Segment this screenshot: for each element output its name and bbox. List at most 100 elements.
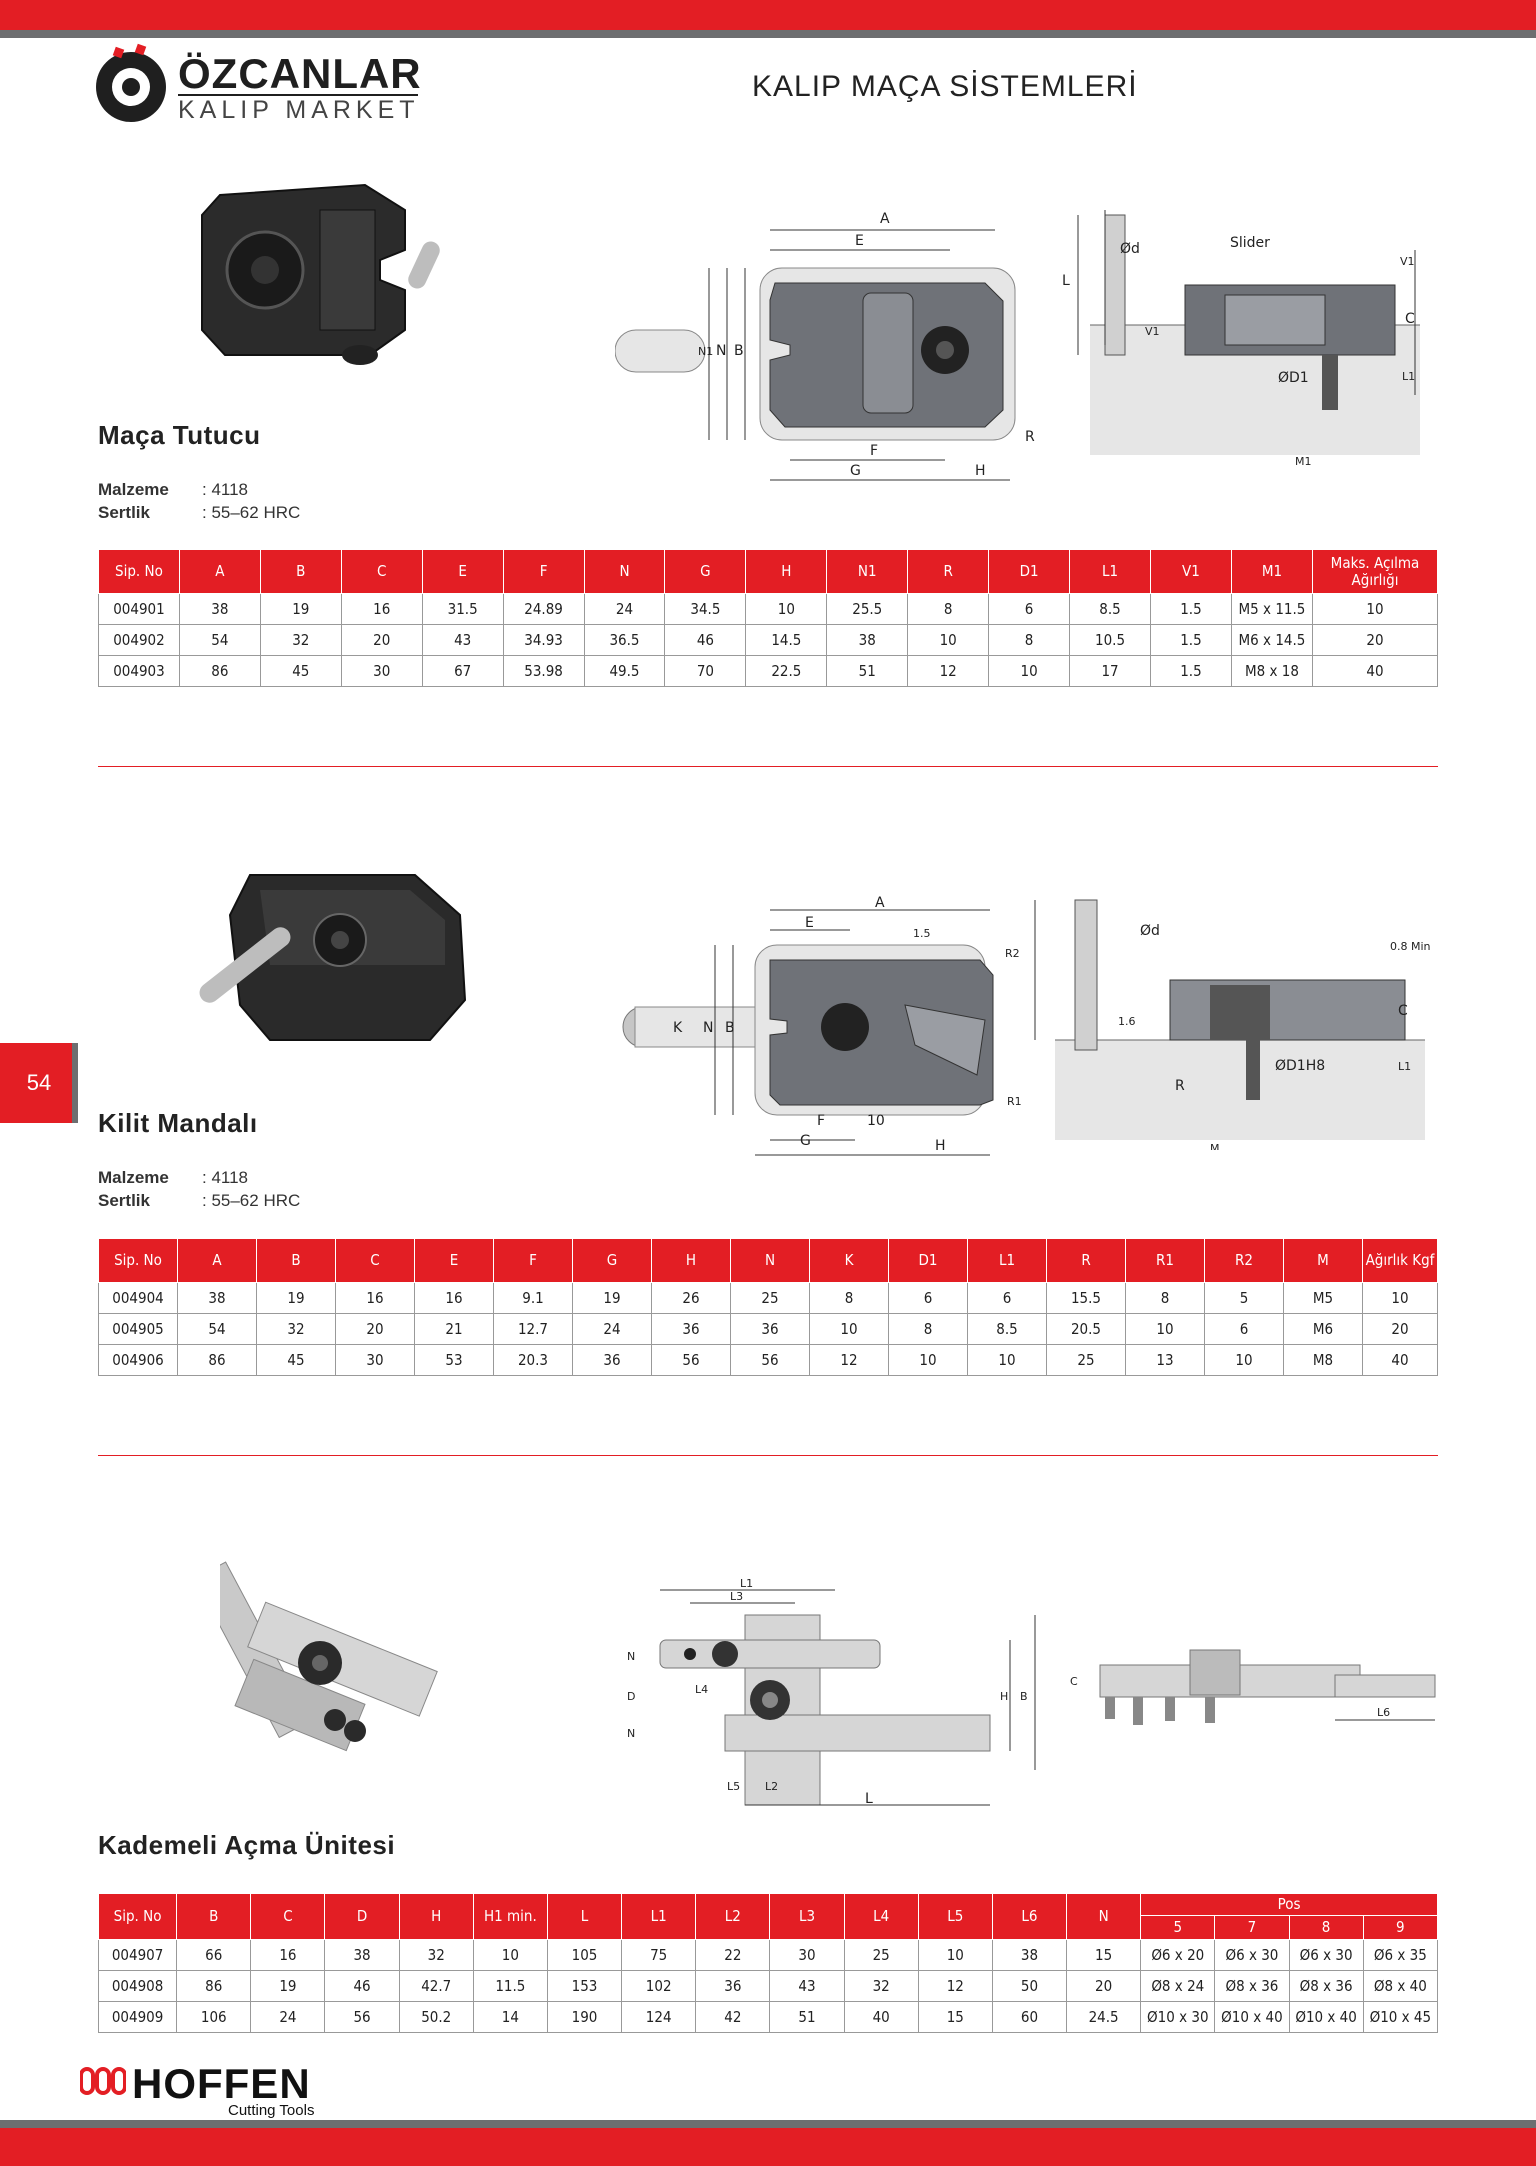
dim-label: G [850, 463, 861, 479]
spec-block: Malzeme: 4118 Sertlik: 55–62 HRC [98, 1168, 301, 1210]
spec-table-core-holder: Sip. No A B C E F N G H N1 R D1 L1 V1 M1… [98, 549, 1438, 687]
column-header: C [250, 1893, 326, 1940]
dim-label: N [703, 1020, 713, 1036]
dim-label: K [673, 1020, 683, 1036]
column-header: H [398, 1893, 474, 1940]
column-header: H1 min. [472, 1893, 548, 1940]
column-header: B [176, 1893, 252, 1940]
column-header: H [651, 1238, 731, 1283]
top-gray-bar [0, 30, 1536, 38]
dim-label: L4 [695, 1683, 708, 1696]
column-header: L1 [1069, 549, 1151, 594]
dim-label: N1 [698, 345, 713, 358]
column-header: R [1046, 1238, 1126, 1283]
page-tab-edge [72, 1043, 78, 1123]
brand-divider [178, 94, 418, 96]
dim-label: ØD1 [1278, 370, 1309, 386]
dim-label: B [1020, 1690, 1028, 1703]
column-header: N [1066, 1893, 1142, 1940]
column-header: R2 [1204, 1238, 1284, 1283]
dim-label: Ød [1120, 241, 1140, 257]
column-header: D1 [888, 1238, 968, 1283]
top-red-bar [0, 0, 1536, 30]
dim-label: M1 [1295, 455, 1312, 468]
column-header: 7 [1214, 1915, 1290, 1940]
column-header: N [730, 1238, 810, 1283]
column-header: H [745, 549, 828, 594]
column-header: R [907, 549, 990, 594]
technical-drawing-opener-top: L1 L3 N D L4 N H B L5 L2 L [627, 1577, 1036, 1807]
dim-label: F [817, 1113, 825, 1129]
column-header: L4 [843, 1893, 919, 1940]
dim-label: 1.5 [913, 927, 931, 940]
hoffen-logo-icon [80, 2067, 126, 2095]
dim-label: L2 [765, 1780, 778, 1793]
technical-drawing-top-view: A E N1 N B F G H R [615, 211, 1035, 481]
page-title: KALIP MAÇA SİSTEMLERİ [752, 70, 1138, 103]
spec-table-latch-lock: Sip. No A B C E F G H N K D1 L1 R R1 R2 … [98, 1238, 1438, 1376]
dim-label: V1 [1145, 325, 1160, 338]
dim-label: V1 [1400, 255, 1415, 268]
dim-label: Ød [1140, 923, 1160, 939]
dim-label: N [627, 1650, 635, 1663]
spec-table-stepped-opener: Sip. No B C D H H1 min. L L1 L2 L3 L4 L5… [97, 1893, 1439, 2033]
column-header: R1 [1125, 1238, 1205, 1283]
dim-label: L [865, 1791, 873, 1807]
column-header: C [335, 1238, 415, 1283]
column-header: 9 [1362, 1915, 1439, 1940]
column-header: Sip. No [98, 1238, 178, 1283]
column-header: E [414, 1238, 494, 1283]
column-header: D1 [988, 549, 1071, 594]
technical-drawing-latch-top: A E 1.5 R2 K N B F 10 G H R1 [622, 895, 1022, 1156]
column-header: L [546, 1893, 623, 1940]
section-title: Kademeli Açma Ünitesi [98, 1830, 396, 1860]
dim-label: C [1405, 311, 1415, 327]
brand-subtitle: KALIP MARKET [178, 96, 420, 124]
column-header: M1 [1230, 549, 1314, 594]
dim-label: G [800, 1133, 811, 1149]
brand-name: ÖZCANLAR [178, 50, 422, 97]
column-header: L6 [991, 1893, 1068, 1940]
column-header: L5 [917, 1893, 993, 1940]
dim-label: 10 [867, 1113, 885, 1129]
column-header: 8 [1288, 1915, 1364, 1940]
dim-label: R [1175, 1078, 1185, 1094]
section-title: Kilit Mandalı [98, 1108, 258, 1138]
column-header: Maks. Açılma Ağırlığı [1312, 549, 1438, 594]
dim-label: H [975, 463, 986, 479]
dim-label: B [734, 343, 744, 359]
column-group-header: Pos [1140, 1893, 1438, 1916]
column-header: A [177, 1238, 257, 1283]
column-header: K [809, 1238, 889, 1283]
dim-label: L3 [730, 1590, 743, 1603]
dim-label: L5 [727, 1780, 740, 1793]
column-header: F [502, 549, 585, 594]
bottom-gray-bar [0, 2120, 1536, 2128]
dim-label: L6 [1377, 1706, 1390, 1719]
product-photo-core-holder [201, 183, 440, 365]
dim-label: M [1210, 1142, 1220, 1150]
product-photo-stepped-opener [220, 1561, 438, 1752]
column-header: B [256, 1238, 336, 1283]
column-header: N1 [826, 549, 909, 594]
dim-label: 1.6 [1118, 1015, 1136, 1028]
dim-label: E [805, 915, 814, 931]
section-divider [98, 1455, 1438, 1456]
column-header: E [421, 549, 504, 594]
column-header: N [583, 549, 666, 594]
column-header: Ağırlık Kgf [1362, 1238, 1438, 1283]
dim-label: L1 [1402, 370, 1415, 383]
dim-label: D [627, 1690, 635, 1703]
dim-label: F [870, 443, 878, 459]
column-header: 5 [1140, 1915, 1216, 1940]
dim-label: A [880, 211, 890, 227]
column-header: Sip. No [97, 1893, 178, 1940]
dim-label: N [716, 343, 726, 359]
dim-label: B [725, 1020, 735, 1036]
column-header: L1 [967, 1238, 1047, 1283]
